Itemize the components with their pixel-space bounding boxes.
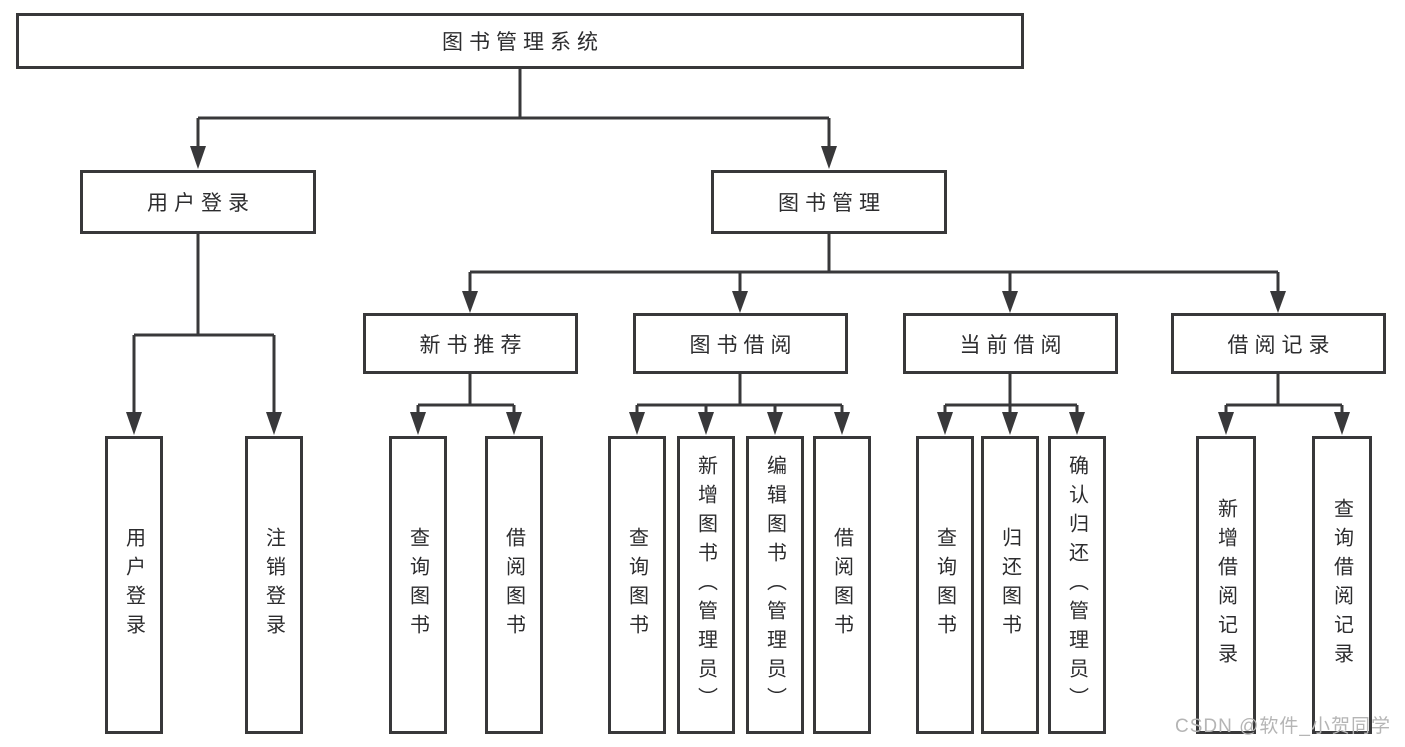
node-label: 查询借阅记录 — [1330, 498, 1353, 672]
node-edit-book-admin: 编辑图书（管理员） — [746, 436, 804, 734]
node-label: 图书管理系统 — [442, 31, 604, 54]
node-label: 当前借阅 — [959, 333, 1068, 357]
node-label: 确认归还（管理员） — [1065, 454, 1088, 716]
node-label: 用户登录 — [147, 192, 255, 215]
node-label: 用户登录 — [122, 527, 145, 643]
node-label: 归还图书 — [998, 527, 1021, 643]
node-label: 借阅图书 — [502, 527, 525, 643]
node-query-books-current: 查询图书 — [916, 436, 974, 734]
node-label: 新书推荐 — [419, 333, 528, 357]
node-book-borrow: 图书借阅 — [633, 313, 848, 374]
connector-new-book-recommend-to-leaves — [410, 374, 522, 435]
node-label: 查询图书 — [933, 527, 956, 643]
node-query-borrow-record: 查询借阅记录 — [1312, 436, 1372, 734]
node-add-book-admin: 新增图书（管理员） — [677, 436, 735, 734]
node-label: 新增借阅记录 — [1214, 498, 1237, 672]
connector-root-to-level1 — [190, 69, 837, 169]
node-label: 图书管理 — [778, 192, 886, 215]
node-label: 借阅图书 — [830, 527, 853, 643]
csdn-watermark: CSDN @软件_小贺同学 — [1175, 716, 1391, 737]
node-user-login-branch: 用户登录 — [80, 170, 316, 234]
node-label: 编辑图书（管理员） — [763, 454, 786, 716]
node-label: 图书借阅 — [689, 333, 798, 357]
node-logout: 注销登录 — [245, 436, 303, 734]
node-new-book-recommend: 新书推荐 — [363, 313, 578, 374]
node-borrow-records: 借阅记录 — [1171, 313, 1386, 374]
connector-user-login-to-leaves — [126, 234, 282, 435]
node-borrow-books: 借阅图书 — [813, 436, 871, 734]
node-book-management: 图书管理 — [711, 170, 947, 234]
node-borrow-books-recommend: 借阅图书 — [485, 436, 543, 734]
connector-borrow-records-to-leaves — [1218, 374, 1350, 435]
node-add-borrow-record: 新增借阅记录 — [1196, 436, 1256, 734]
node-label: 查询图书 — [406, 527, 429, 643]
node-label: 注销登录 — [262, 527, 285, 643]
node-current-borrow: 当前借阅 — [903, 313, 1118, 374]
node-query-books-recommend: 查询图书 — [389, 436, 447, 734]
node-label: 查询图书 — [625, 527, 648, 643]
node-user-login: 用户登录 — [105, 436, 163, 734]
node-library-management-system: 图书管理系统 — [16, 13, 1024, 69]
node-label: 新增图书（管理员） — [694, 454, 717, 716]
node-return-book: 归还图书 — [981, 436, 1039, 734]
node-confirm-return-admin: 确认归还（管理员） — [1048, 436, 1106, 734]
node-query-books-borrow: 查询图书 — [608, 436, 666, 734]
connector-current-borrow-to-leaves — [937, 374, 1085, 435]
connector-book-borrow-to-leaves — [629, 374, 850, 435]
node-label: 借阅记录 — [1227, 333, 1336, 357]
connector-book-management-to-level2 — [462, 234, 1286, 313]
